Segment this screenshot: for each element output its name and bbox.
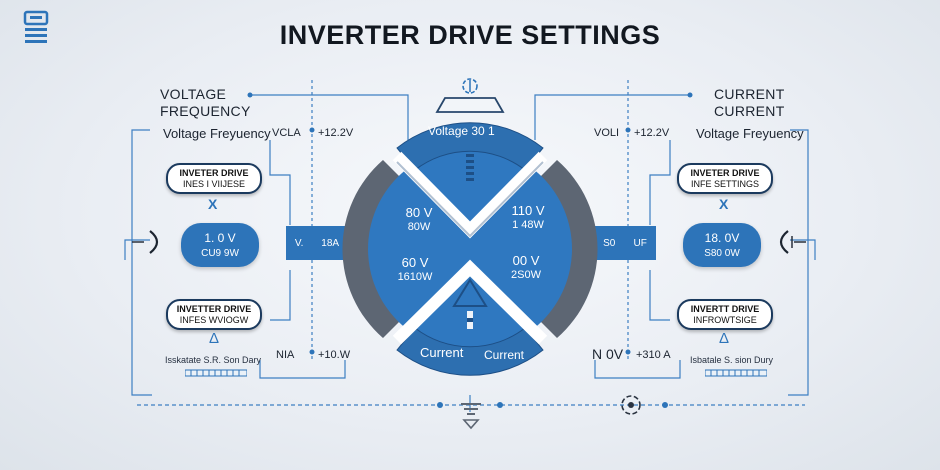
left-reading-bottom-label: NIA [276, 349, 295, 361]
left-readout-pill[interactable]: 1. 0 V CU9 9W [181, 223, 259, 267]
box-sublabel: INFES WVIOGW [179, 315, 249, 325]
left-reading-bottom-value: +10.W [318, 349, 351, 361]
right-reading-top-value: +12.2V [634, 127, 670, 139]
right-reading-top-label: VOLI [594, 127, 620, 139]
readout-power: S80 0W [704, 248, 740, 259]
left-top-status-box[interactable]: INVETER DRIVE INES I VIIJESE [166, 163, 262, 194]
right-x-symbol: X [719, 196, 729, 212]
quadrant-power: 2S0W [511, 269, 541, 281]
box-sublabel: INES I VIIJESE [182, 179, 246, 189]
box-sublabel: INFROWTSIGE [693, 315, 757, 325]
right-heading-current: CURRENT [714, 86, 785, 102]
pin-icon [462, 78, 478, 94]
side-tab-value: 18A [321, 237, 340, 249]
left-reading-top-value: +12.2V [318, 127, 354, 139]
page-title: INVERTER DRIVE SETTINGS [279, 20, 661, 50]
right-bottom-status-box[interactable]: INVERTT DRIVE INFROWTSIGE [677, 299, 773, 330]
quadrant-power: 80W [407, 221, 431, 233]
side-tab-value: UF [633, 237, 647, 249]
quadrant-power: 1610W [397, 271, 433, 283]
top-arc-label: Voltage 30 1 [428, 124, 495, 138]
menu-lines-icon[interactable] [22, 10, 50, 46]
quadrant-left-top: 80 V 80W [393, 205, 445, 235]
bottom-arc-label-left: Current [420, 345, 464, 360]
side-tab-label: V. [294, 237, 304, 249]
left-x-symbol: X [208, 196, 218, 212]
quadrant-voltage: 110 V [511, 203, 545, 218]
left-heading-frequency: FREQUENCY [160, 103, 251, 119]
center-dial[interactable] [335, 118, 605, 380]
box-label: INVETTER DRIVE [176, 304, 252, 314]
ground-icon [461, 403, 481, 430]
right-bracket-icon [779, 230, 806, 254]
bottom-arc-label-right: Current [484, 348, 525, 362]
box-label: INVETER DRIVE [179, 168, 249, 178]
right-subtitle: Voltage Freyuency [696, 126, 804, 141]
side-tab-label: S0 [603, 237, 616, 249]
readout-voltage: 1. 0 V [204, 231, 236, 245]
left-subtitle: Voltage Freyuency [163, 126, 271, 141]
gear-icon[interactable] [616, 390, 646, 420]
right-side-tab[interactable]: S0 UF [594, 226, 656, 260]
quadrant-left-bottom: 60 V 1610W [386, 255, 444, 285]
readout-voltage: 18. 0V [704, 231, 740, 245]
box-label: INVETER DRIVE [690, 168, 760, 178]
quadrant-voltage: 60 V [401, 255, 429, 270]
right-delta-symbol: Δ [719, 330, 730, 347]
top-bar-shape [435, 97, 505, 113]
readout-power: CU9 9W [201, 248, 239, 259]
box-label: INVERTT DRIVE [690, 304, 760, 314]
quadrant-right-top: 110 V 1 48W [502, 203, 554, 233]
left-heading-voltage: VOLTAGE [160, 86, 227, 102]
left-bottom-status-box[interactable]: INVETTER DRIVE INFES WVIOGW [166, 299, 262, 330]
quadrant-right-bottom: 00 V 2S0W [500, 253, 552, 283]
left-scale-bar [185, 369, 247, 377]
box-sublabel: INFE SETTINGS [690, 179, 759, 189]
right-scale-bar [705, 369, 767, 377]
quadrant-voltage: 80 V [405, 205, 433, 220]
right-top-status-box[interactable]: INVETER DRIVE INFE SETTINGS [677, 163, 773, 194]
left-side-tab[interactable]: V. 18A [286, 226, 348, 260]
right-footer: Isbatale S. sion Dury [690, 355, 774, 365]
right-reading-bottom-value: +310 A [636, 349, 671, 361]
quadrant-power: 1 48W [512, 219, 544, 231]
left-delta-symbol: Δ [209, 330, 220, 347]
right-readout-pill[interactable]: 18. 0V S80 0W [683, 223, 761, 267]
left-footer: Isskatate S.R. Son Dary [165, 355, 262, 365]
left-bracket-icon [132, 230, 159, 254]
left-reading-top-label: VCLA [272, 127, 301, 139]
right-reading-bottom-label: N 0V [592, 346, 624, 362]
right-heading-current-2: CURRENT [714, 103, 785, 119]
quadrant-voltage: 00 V [512, 253, 540, 268]
